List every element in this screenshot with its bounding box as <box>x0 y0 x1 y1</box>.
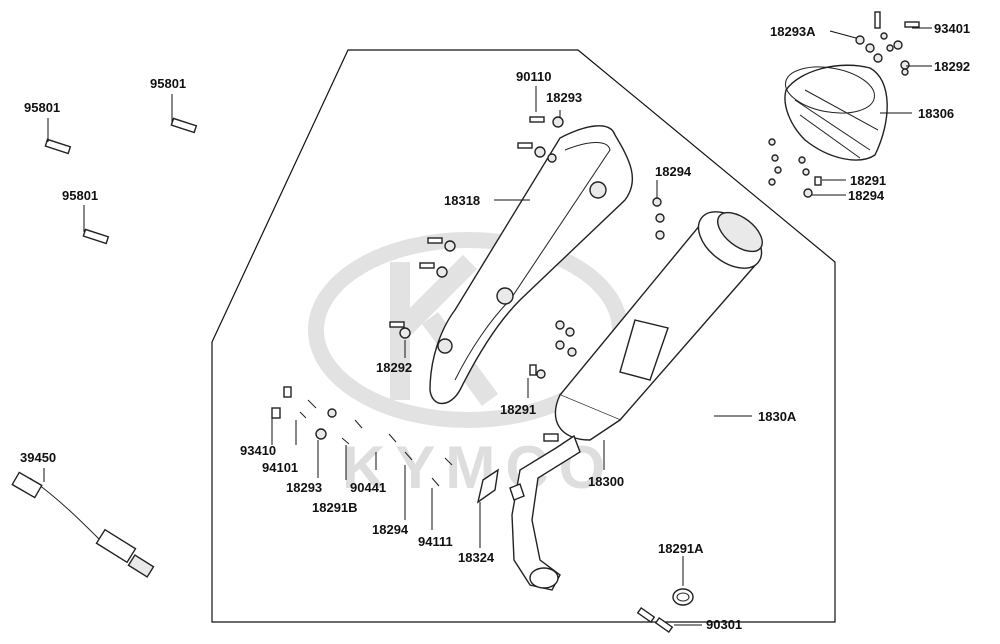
heat-shield-part <box>429 125 634 405</box>
callout-18291A: 18291A <box>658 541 704 556</box>
muffler-part <box>511 211 763 591</box>
oxygen-sensor-part <box>11 471 155 578</box>
callout-94111: 94111 <box>418 534 453 549</box>
callout-93401: 93401 <box>934 21 970 36</box>
callout-90441: 90441 <box>350 480 386 495</box>
callout-18293-low: 18293 <box>286 480 322 495</box>
callout-93410: 93410 <box>240 443 276 458</box>
callout-95801-a: 95801 <box>24 100 60 115</box>
callout-39450: 39450 <box>20 450 56 465</box>
leader-lines <box>43 27 932 626</box>
callout-labels: 95801 95801 95801 39450 90110 18293 1831… <box>20 21 970 632</box>
callout-1830A: 1830A <box>758 409 797 424</box>
callout-18292-left: 18292 <box>376 360 412 375</box>
callout-18324: 18324 <box>458 550 495 565</box>
small-fasteners <box>389 11 920 379</box>
callout-18293-top: 18293 <box>546 90 582 105</box>
callout-18294-right: 18294 <box>848 188 885 203</box>
callout-18291-right: 18291 <box>850 173 886 188</box>
callout-94101: 94101 <box>262 460 298 475</box>
callout-18291-mid: 18291 <box>500 402 536 417</box>
callout-90110: 90110 <box>516 69 551 84</box>
end-cap-part <box>784 64 888 161</box>
callout-18318: 18318 <box>444 193 480 208</box>
callout-18291B: 18291B <box>312 500 358 515</box>
lower-fastener-set <box>271 386 559 504</box>
callout-18294-low: 18294 <box>372 522 409 537</box>
callout-90301: 90301 <box>706 617 742 632</box>
callout-18293A: 18293A <box>770 24 816 39</box>
callout-18294-mid: 18294 <box>655 164 692 179</box>
bolt-95801-group <box>44 117 198 245</box>
assembly-outline <box>211 49 836 623</box>
callout-18300: 18300 <box>588 474 624 489</box>
callout-95801-c: 95801 <box>62 188 98 203</box>
callout-95801-b: 95801 <box>150 76 186 91</box>
gasket-and-bolts <box>636 588 694 634</box>
callout-18306: 18306 <box>918 106 954 121</box>
callout-18292-right: 18292 <box>934 59 970 74</box>
